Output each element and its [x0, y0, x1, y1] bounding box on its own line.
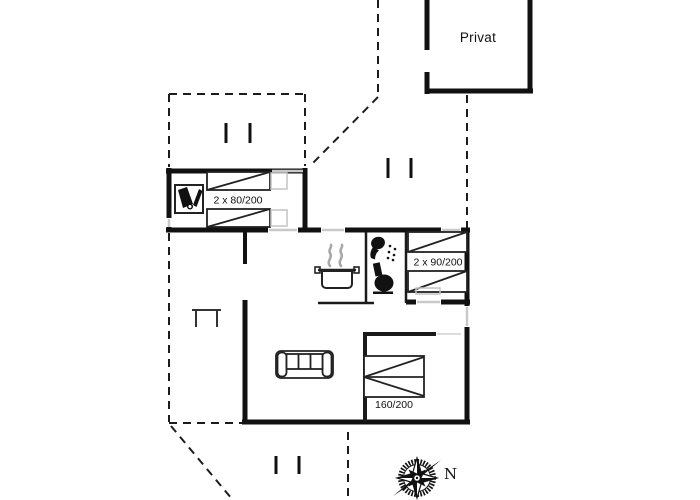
privat-annex: Privat: [424, 0, 533, 94]
single-bed: [206, 171, 271, 191]
compass-rose-icon: N: [393, 455, 457, 500]
bathroom: [370, 236, 397, 294]
bedroom-south: 160/200: [363, 355, 425, 411]
bed-size-label: 160/200: [375, 399, 413, 411]
terrace-northwest-outline: [168, 93, 306, 167]
single-bed: [206, 208, 271, 228]
terrace-marks-northeast: [386, 158, 413, 178]
kitchen: [314, 243, 360, 289]
interior-walls: [318, 232, 408, 305]
bedside-marker: [270, 209, 288, 227]
bedside-marker: [270, 172, 288, 190]
terrace-marks-northwest: [224, 123, 252, 143]
bed-size-label: 2 x 80/200: [213, 195, 262, 207]
north-label: N: [444, 465, 457, 483]
double-bed: [363, 355, 425, 398]
terrace-marks-south: [274, 456, 301, 474]
privat-label: Privat: [460, 30, 496, 45]
single-bed: [407, 270, 468, 293]
shower-icon: [370, 236, 397, 262]
sofa-icon: [275, 350, 334, 379]
terrace-item: [192, 309, 221, 327]
single-bed: [407, 231, 468, 253]
wood-stove-icon: [174, 184, 204, 214]
toilet-icon: [372, 262, 394, 294]
privat-walls: [424, 0, 533, 94]
stove-pot-icon: [314, 243, 360, 289]
bedside-marker: [415, 287, 441, 295]
window-door-markers: [167, 169, 469, 326]
boundary-path-dashed: [309, 0, 468, 228]
living-room: [275, 350, 334, 379]
bedroom-northwest: 2 x 80/200: [174, 171, 288, 228]
bedroom-east: 2 x 90/200: [407, 231, 468, 295]
terrace-west-outline: [168, 233, 242, 500]
bed-size-label: 2 x 90/200: [413, 257, 462, 269]
